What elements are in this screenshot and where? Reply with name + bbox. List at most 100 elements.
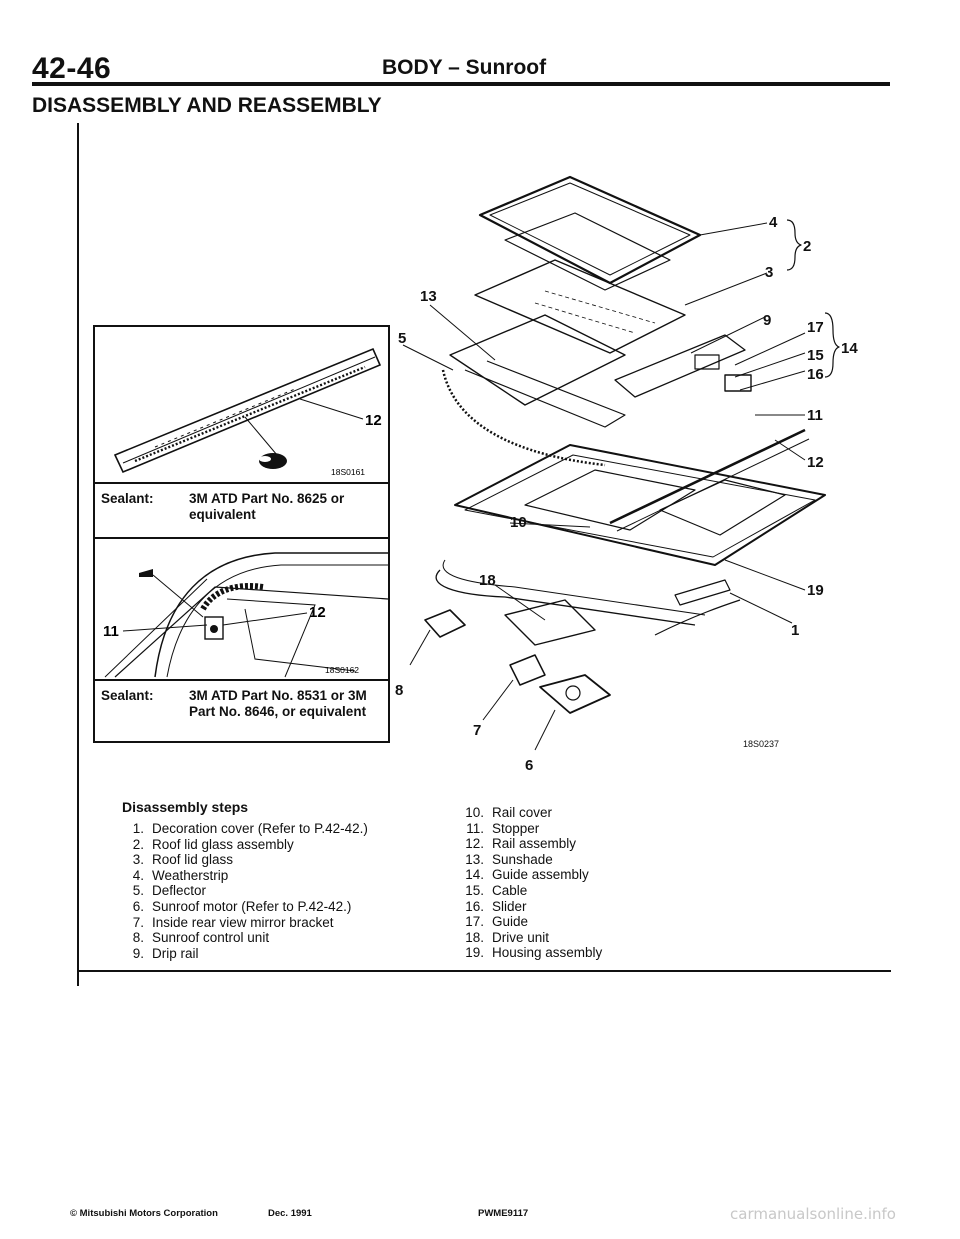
step-item: 19. Housing assembly: [462, 945, 602, 961]
callout-14: 14: [841, 340, 858, 357]
step-number: 4.: [132, 867, 144, 883]
step-text: Roof lid glass: [152, 852, 234, 868]
guide-assembly: [614, 334, 746, 398]
step-number: 6.: [132, 898, 144, 914]
rail-sealant-illustration: 12 18S0161: [95, 347, 388, 484]
step-number: 8.: [132, 930, 144, 946]
step-text: Decoration cover (Refer to P.42-42.): [152, 821, 368, 836]
callout-3: 3: [765, 264, 773, 281]
sealant-inset-rail: 12 18S0161 Sealant:3M ATD Part No. 8625 …: [93, 325, 390, 541]
callout-10: 10: [510, 514, 527, 531]
step-number: 19.: [465, 945, 484, 961]
step-number: 5.: [132, 883, 144, 899]
callout-17: 17: [807, 319, 824, 336]
step-text: Cable: [492, 882, 528, 898]
footer-copyright: © Mitsubishi Motors Corporation: [70, 1208, 218, 1219]
step-item: 8. Sunroof control unit: [122, 930, 368, 946]
step-number: 16.: [465, 898, 484, 914]
sunroof-motor: [539, 674, 611, 714]
step-item: 7. Inside rear view mirror bracket: [122, 915, 368, 931]
step-item: 6. Sunroof motor (Refer to P.42-42.): [122, 899, 368, 915]
section-left-rule: [77, 123, 79, 986]
inset-1-figure-code: 18S0161: [331, 467, 365, 477]
callout-11: 11: [807, 407, 823, 424]
step-number: 15.: [465, 882, 484, 898]
step-number: 12.: [465, 836, 484, 852]
step-text: Sunshade: [492, 851, 553, 867]
header-rule: [32, 82, 890, 86]
step-text: Guide assembly: [492, 867, 589, 883]
step-item: 1. Decoration cover (Refer to P.42-42.): [122, 821, 368, 837]
housing-assembly: [454, 444, 826, 566]
callout-9: 9: [763, 312, 771, 329]
callout-7: 7: [473, 722, 481, 739]
step-number: 14.: [465, 867, 484, 883]
stopper-sealant-illustration: 11 12 18S0162: [95, 552, 388, 681]
step-text: Guide: [492, 914, 529, 930]
step-text: Drive unit: [492, 929, 550, 945]
step-number: 13.: [465, 851, 484, 867]
header-title: BODY – Sunroof: [382, 56, 547, 79]
step-item: 15. Cable: [462, 883, 602, 899]
step-number: 9.: [132, 945, 144, 961]
page-number: 42-46: [32, 52, 112, 85]
step-number: 3.: [132, 852, 144, 868]
callout-5: 5: [398, 330, 406, 347]
callout-1: 1: [791, 622, 799, 639]
inset-2-caption: Sealant: 3M ATD Part No. 8531 or 3M Part …: [101, 688, 385, 720]
inset-2-caption-label: Sealant:: [101, 688, 154, 703]
step-item: 9. Drip rail: [122, 946, 368, 962]
step-text: Sunroof motor (Refer to P.42-42.): [152, 898, 352, 914]
callout-4: 4: [769, 214, 778, 231]
step-text: Weatherstrip: [152, 867, 229, 883]
step-text: Roof lid glass assembly: [152, 836, 294, 852]
steps-column-1: 1. Decoration cover (Refer to P.42-42.)2.…: [122, 821, 368, 961]
step-text: Rail assembly: [492, 836, 577, 852]
step-number: 10.: [465, 805, 484, 820]
step-item: 12. Rail assembly: [462, 836, 602, 852]
step-number: 1.: [132, 821, 144, 836]
callout-15: 15: [807, 347, 824, 364]
callout-16: 16: [807, 366, 824, 383]
footer-date: Dec. 1991: [268, 1208, 312, 1219]
step-text: Rail cover: [492, 805, 553, 820]
main-figure-code: 18S0237: [743, 739, 779, 749]
step-number: 17.: [465, 914, 484, 930]
sunroof-exploded-diagram: 1 2 3 4 5 6 7 8 9 10 11 12 13 14 15 16 1…: [395, 175, 858, 774]
step-number: 18.: [465, 929, 484, 945]
inset-1-caption-text: 3M ATD Part No. 8625 or equivalent: [189, 491, 345, 522]
inset-1-caption: Sealant:3M ATD Part No. 8625 or equivale…: [101, 491, 385, 523]
callout-13: 13: [420, 288, 437, 305]
inset-2-caption-text: 3M ATD Part No. 8531 or 3M Part No. 8646…: [189, 688, 367, 719]
callout-12: 12: [807, 454, 824, 471]
callout-18: 18: [479, 572, 496, 589]
callout-6: 6: [525, 757, 533, 774]
drive-unit: [504, 599, 596, 646]
callout-8: 8: [395, 682, 403, 699]
step-text: Housing assembly: [492, 945, 603, 961]
step-text: Drip rail: [152, 945, 199, 961]
callout-19: 19: [807, 582, 824, 599]
step-item: 10. Rail cover: [462, 805, 602, 821]
step-number: 7.: [132, 914, 144, 930]
sealant-inset-stopper: 11 12 18S0162 Sealant: 3M ATD Part No. 85…: [93, 537, 390, 743]
sunshade: [474, 259, 686, 354]
step-item: 16. Slider: [462, 899, 602, 915]
step-text: Inside rear view mirror bracket: [152, 914, 334, 930]
step-item: 13. Sunshade: [462, 852, 602, 868]
step-item: 11.Stopper: [462, 821, 602, 837]
step-text: Slider: [492, 898, 527, 914]
cable: [435, 569, 696, 626]
step-item: 17. Guide: [462, 914, 602, 930]
deflector: [449, 314, 626, 406]
step-item: 3. Roof lid glass: [122, 852, 368, 868]
section-title: DISASSEMBLY AND REASSEMBLY: [32, 94, 382, 117]
step-text: Sunroof control unit: [152, 930, 270, 946]
step-item: 4. Weatherstrip: [122, 868, 368, 884]
step-text: Deflector: [152, 883, 207, 899]
step-item: 2.Roof lid glass assembly: [122, 837, 368, 853]
sunroof-control-unit: [424, 609, 466, 638]
inset-2-callout-a: 11: [103, 623, 119, 640]
step-item: 5. Deflector: [122, 883, 368, 899]
